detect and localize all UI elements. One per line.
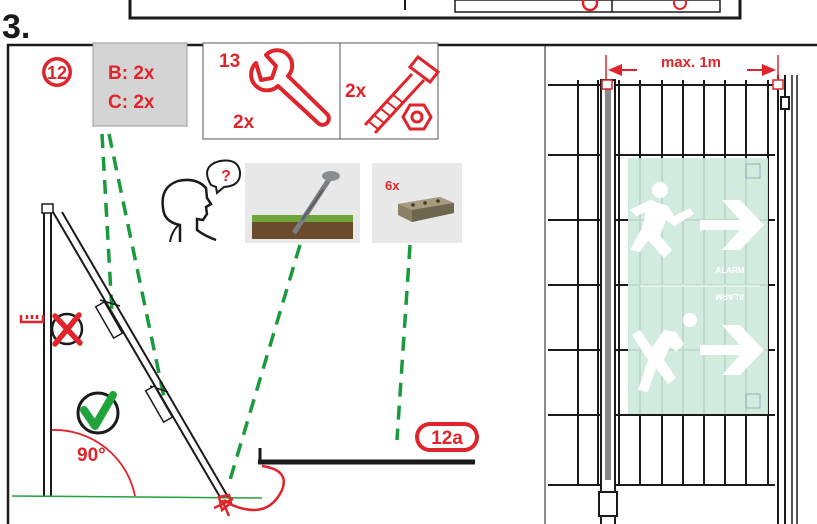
ground-anchor-image bbox=[245, 163, 360, 243]
parts-box: B: 2x C: 2x bbox=[93, 43, 187, 126]
part-12a-badge: 12a bbox=[415, 422, 479, 452]
wrench-size: 13 bbox=[219, 51, 240, 72]
parts-box-line2: C: 2x bbox=[108, 92, 155, 113]
parts-badge-label: 12 bbox=[47, 63, 67, 83]
sign-alarm-top: ALARM bbox=[716, 266, 745, 275]
bolt-qty: 2x bbox=[345, 81, 367, 102]
question-mark: ? bbox=[221, 168, 231, 185]
correct-mark bbox=[78, 393, 118, 433]
max-distance-label: max. 1m bbox=[661, 54, 721, 71]
step-number: 3. bbox=[2, 8, 30, 46]
exit-sign-banner: ALARM ALARM bbox=[628, 158, 768, 414]
tools-box: 13 2x 2x bbox=[203, 43, 438, 139]
sign-alarm-bottom: ALARM bbox=[715, 292, 744, 301]
parts-box-line1: B: 2x bbox=[108, 63, 155, 84]
previous-panel-fragment bbox=[130, 0, 740, 18]
question-bubble: ? bbox=[207, 160, 240, 193]
thinking-person-icon bbox=[163, 180, 216, 242]
part-12a-label: 12a bbox=[431, 428, 463, 449]
parts-badge: 12 bbox=[42, 57, 72, 87]
blocks-qty: 6x bbox=[385, 178, 400, 193]
fence-support-diagram bbox=[42, 204, 228, 497]
wrench-qty: 2x bbox=[233, 112, 255, 133]
concrete-block-image: 6x bbox=[372, 163, 462, 243]
angle-label: 90° bbox=[77, 445, 106, 466]
